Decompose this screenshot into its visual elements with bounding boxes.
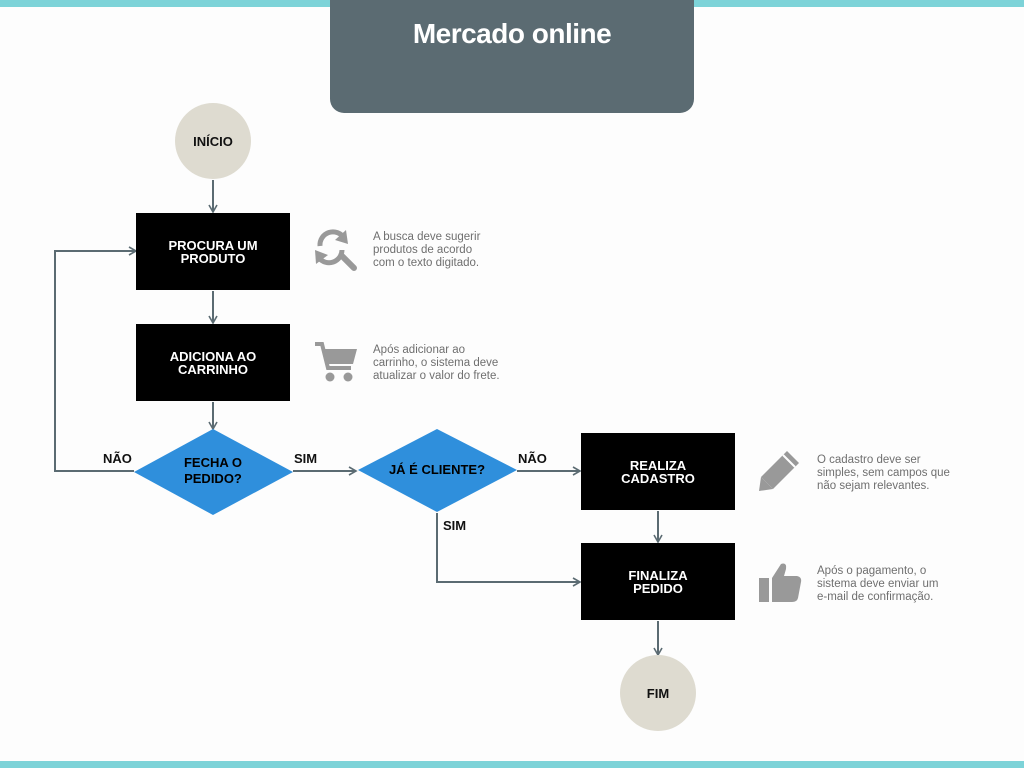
note-register-line: simples, sem campos que — [817, 467, 950, 479]
decision-close-order-line1: FECHA O — [183, 455, 243, 470]
note-register-line: O cadastro deve ser — [817, 454, 921, 466]
note-finalize-line: sistema deve enviar um — [817, 578, 939, 590]
note-register: O cadastro deve ser simples, sem campos … — [817, 454, 977, 493]
process-finalize-line1: FINALIZA — [628, 567, 688, 583]
edge-close-no-loop — [54, 246, 138, 472]
decision-close-order-shape — [134, 429, 293, 515]
note-cart-line: carrinho, o sistema deve — [373, 357, 499, 369]
search-refresh-icon — [315, 229, 357, 271]
process-finalize-line2: PEDIDO — [633, 580, 683, 596]
edge-client-yes-to-finalize — [436, 513, 582, 587]
start-node-label: INÍCIO — [193, 133, 233, 149]
note-search-line: A busca deve sugerir — [373, 231, 481, 243]
process-search-product-line1: PROCURA UM — [168, 237, 258, 253]
decision-is-client-shape — [358, 429, 517, 512]
edge-label-client-yes: SIM — [443, 518, 467, 533]
thumbs-up-icon — [759, 563, 802, 602]
diagram-title: Mercado online — [412, 18, 612, 49]
note-search-line: com o texto digitado. — [373, 257, 480, 269]
note-cart: Após adicionar ao carrinho, o sistema de… — [373, 344, 533, 383]
bottom-stripe — [0, 761, 1024, 768]
decision-is-client-label: JÁ É CLIENTE? — [377, 462, 497, 478]
note-finalize: Após o pagamento, o sistema deve enviar … — [817, 565, 977, 604]
edge-label-client-no: NÃO — [518, 451, 547, 466]
decision-close-order-line2: PEDIDO? — [184, 471, 242, 486]
title-banner: Mercado online — [330, 0, 694, 113]
edge-label-close-no: NÃO — [103, 451, 132, 466]
process-register-line2: CADASTRO — [621, 470, 695, 486]
pencil-icon — [759, 451, 799, 491]
end-node: FIM — [620, 655, 696, 731]
process-search-product: PROCURA UM PRODUTO — [136, 213, 290, 290]
process-add-to-cart: ADICIONA AO CARRINHO — [136, 324, 290, 401]
note-search: A busca deve sugerir produtos de acordo … — [373, 231, 533, 270]
note-cart-line: atualizar o valor do frete. — [373, 370, 500, 382]
decision-is-client-text: JÁ É CLIENTE? — [388, 462, 486, 477]
process-add-to-cart-line2: CARRINHO — [177, 361, 249, 377]
edge-label-close-yes: SIM — [294, 451, 318, 466]
note-finalize-line: e-mail de confirmação. — [817, 591, 934, 603]
note-register-line: não sejam relevantes. — [817, 480, 930, 492]
note-finalize-line: Após o pagamento, o — [817, 565, 927, 577]
note-cart-line: Após adicionar ao — [373, 344, 466, 356]
process-finalize: FINALIZA PEDIDO — [581, 543, 735, 620]
note-search-line: produtos de acordo — [373, 244, 473, 256]
process-search-product-line2: PRODUTO — [180, 250, 246, 266]
start-node: INÍCIO — [175, 103, 251, 179]
cart-icon — [315, 342, 357, 382]
process-add-to-cart-line1: ADICIONA AO — [169, 348, 257, 364]
end-node-label: FIM — [646, 685, 670, 701]
decision-close-order-label: FECHA O PEDIDO? — [153, 455, 273, 487]
process-register: REALIZA CADASTRO — [581, 433, 735, 510]
process-register-line1: REALIZA — [629, 457, 687, 473]
